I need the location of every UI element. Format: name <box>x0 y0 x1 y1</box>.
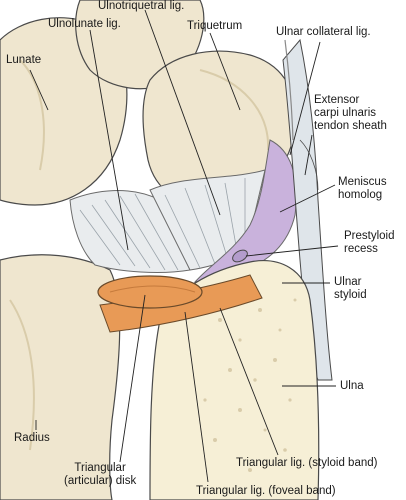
label-ecu-tendon-sheath: Extensor carpi ulnaris tendon sheath <box>314 94 387 132</box>
ulna-bone <box>149 260 320 500</box>
label-triangular-ligament-foveal-band: Triangular lig. (foveal band) <box>196 485 336 497</box>
label-radius: Radius <box>14 432 50 444</box>
label-prestyloid-recess: Prestyloid recess <box>344 230 395 255</box>
label-lunate: Lunate <box>6 54 42 66</box>
label-triangular-disk: Triangular (articular) disk <box>64 462 137 487</box>
label-ulnar-collateral-ligament: Ulnar collateral lig. <box>276 26 371 38</box>
label-ulnolunate-ligament: Ulnolunate lig. <box>48 18 121 30</box>
triangular-disk <box>97 275 203 309</box>
label-meniscus-homolog: Meniscus homolog <box>338 176 387 201</box>
label-triangular-ligament-styloid-band: Triangular lig. (styloid band) <box>236 457 378 469</box>
ecu-tendon-sheath <box>282 38 333 381</box>
prestyloid-recess <box>232 249 248 263</box>
label-ulnar-styloid: Ulnar styloid <box>334 276 367 301</box>
label-triquetrum: Triquetrum <box>187 20 243 32</box>
label-ulnotriquetral-ligament: Ulnotriquetral lig. <box>98 0 185 12</box>
radius-bone <box>0 254 121 500</box>
label-ulna: Ulna <box>340 380 364 392</box>
